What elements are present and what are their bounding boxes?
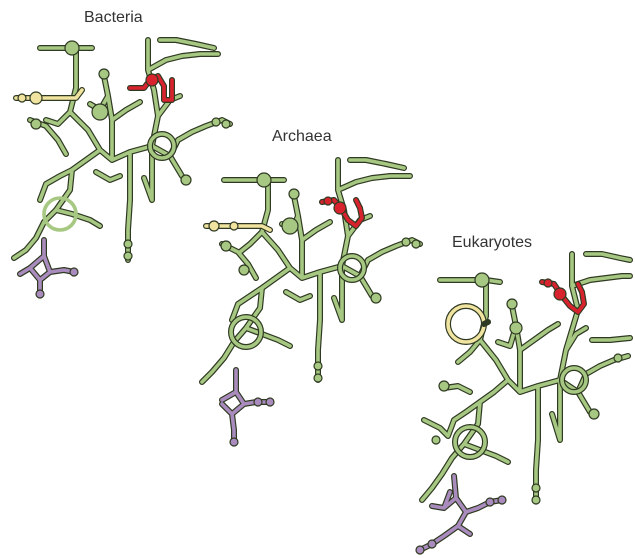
eukaryotes-rrna-structure	[416, 254, 630, 554]
bacteria-rrna-structure	[14, 40, 230, 298]
archaea-purple-domain	[222, 370, 274, 446]
eukaryotes-yellow-domain	[448, 306, 488, 342]
eukaryotes-core-region	[422, 254, 630, 504]
bacteria-core-region	[14, 40, 230, 260]
archaea-rrna-structure	[202, 160, 420, 446]
archaea-core-region	[202, 160, 420, 382]
